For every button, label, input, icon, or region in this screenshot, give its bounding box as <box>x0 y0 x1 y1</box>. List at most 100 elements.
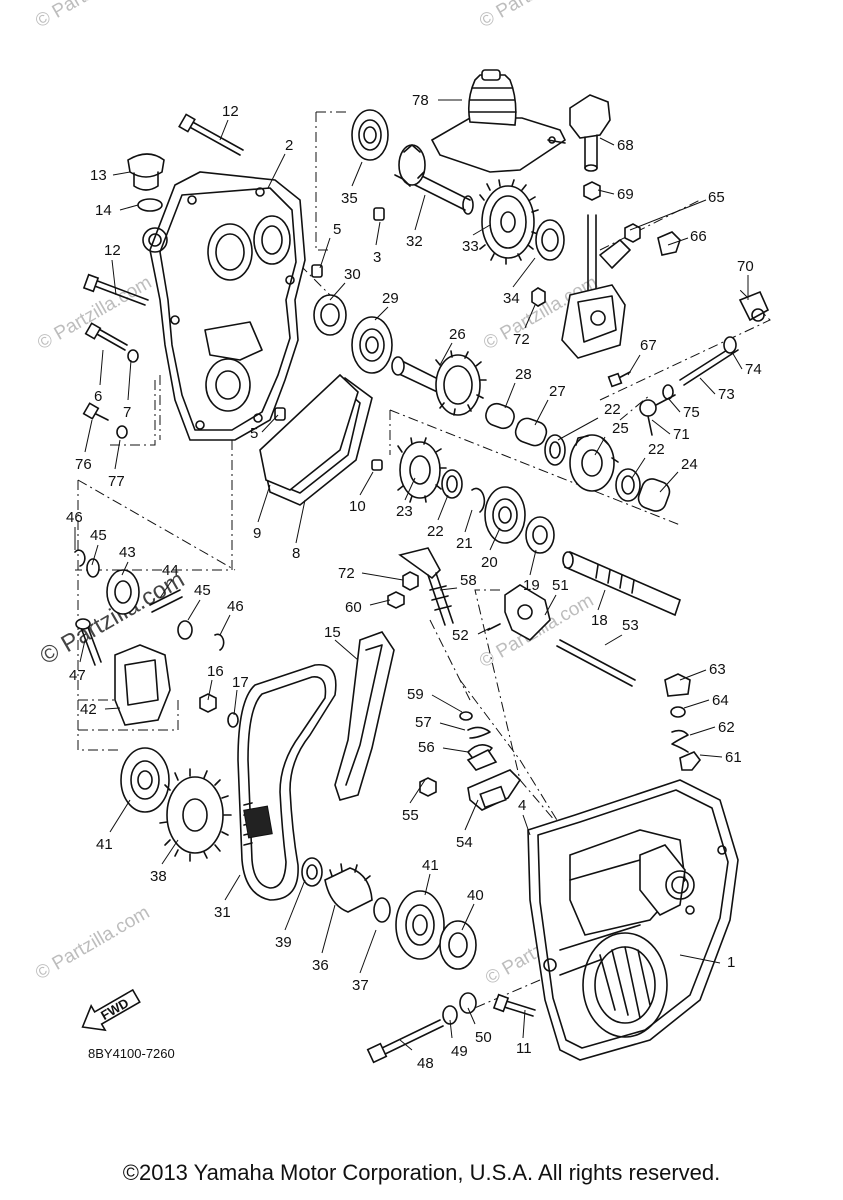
callout-leader-10 <box>359 471 374 496</box>
callout-label-28: 28 <box>515 366 532 383</box>
callout-label-16: 16 <box>207 663 224 680</box>
callout-label-12: 12 <box>104 242 121 259</box>
callout-label-43: 43 <box>119 544 136 561</box>
callout-leader-1 <box>679 954 721 964</box>
callout-leader-12 <box>111 259 117 296</box>
callout-label-1: 1 <box>727 954 735 971</box>
callout-label-74: 74 <box>745 361 762 378</box>
callout-leader-35 <box>351 161 363 187</box>
callout-leader-29 <box>374 306 389 321</box>
callout-leader-5 <box>319 237 331 269</box>
callout-leader-49 <box>449 1019 453 1039</box>
callout-leader-11 <box>522 1009 526 1039</box>
callout-label-5: 5 <box>333 221 341 238</box>
callout-leader-37 <box>359 929 377 974</box>
callout-label-18: 18 <box>591 612 608 629</box>
callout-leader-9 <box>257 484 271 523</box>
callout-label-20: 20 <box>481 554 498 571</box>
callout-leader-71 <box>651 419 671 435</box>
callout-leader-67 <box>627 354 641 376</box>
callout-leader-41 <box>424 873 431 896</box>
callout-leader-17 <box>233 689 238 716</box>
callout-leader-16 <box>207 679 213 701</box>
callout-label-40: 40 <box>467 887 484 904</box>
callout-label-72: 72 <box>513 331 530 348</box>
callout-leader-63 <box>679 669 707 681</box>
callout-leader-24 <box>659 471 679 493</box>
callout-label-42: 42 <box>80 701 97 718</box>
callout-label-58: 58 <box>460 572 477 589</box>
callout-label-3: 3 <box>373 249 381 266</box>
callout-label-38: 38 <box>150 868 167 885</box>
callout-leader-75 <box>667 397 681 413</box>
callout-label-51: 51 <box>552 577 569 594</box>
callout-leader-62 <box>689 726 716 736</box>
callout-label-23: 23 <box>396 503 413 520</box>
callout-leader-74 <box>731 351 743 370</box>
callout-label-46: 46 <box>227 598 244 615</box>
watermark: © Partzilla.com <box>32 0 153 32</box>
callout-label-34: 34 <box>503 290 520 307</box>
callout-label-21: 21 <box>456 535 473 552</box>
callout-leader-58 <box>439 587 458 591</box>
callout-leaders <box>74 99 749 1051</box>
callout-leader-45 <box>91 544 99 566</box>
callout-label-52: 52 <box>452 627 469 644</box>
callout-label-36: 36 <box>312 957 329 974</box>
callout-leader-60 <box>369 599 391 606</box>
callout-label-31: 31 <box>214 904 231 921</box>
callout-label-76: 76 <box>75 456 92 473</box>
callout-label-25: 25 <box>612 420 629 437</box>
callout-label-69: 69 <box>617 186 634 203</box>
callout-leader-76 <box>84 419 93 453</box>
callout-leader-2 <box>267 153 286 189</box>
callout-leader-48 <box>399 1039 413 1051</box>
callout-leader-77 <box>114 439 121 470</box>
callout-label-59: 59 <box>407 686 424 703</box>
callout-label-27: 27 <box>549 383 566 400</box>
callout-leader-21 <box>464 509 473 533</box>
callout-label-37: 37 <box>352 977 369 994</box>
callout-label-45: 45 <box>90 527 107 544</box>
callout-label-7: 7 <box>123 404 131 421</box>
callout-label-30: 30 <box>344 266 361 283</box>
callout-leader-8 <box>295 499 306 544</box>
callout-label-4: 4 <box>518 797 526 814</box>
callout-label-6: 6 <box>94 388 102 405</box>
callout-leader-27 <box>534 399 549 426</box>
callout-label-15: 15 <box>324 624 341 641</box>
callout-leader-33 <box>472 224 491 236</box>
diagram-code: 8BY4100-7260 <box>88 1046 175 1061</box>
callout-leader-15 <box>334 639 359 661</box>
callout-leader-3 <box>375 221 381 246</box>
callout-label-12: 12 <box>222 103 239 120</box>
callout-label-41: 41 <box>96 836 113 853</box>
fwd-arrow: FWD <box>81 988 141 1032</box>
callout-label-48: 48 <box>417 1055 434 1072</box>
callout-leader-47 <box>79 639 86 663</box>
callout-label-67: 67 <box>640 337 657 354</box>
callout-label-35: 35 <box>341 190 358 207</box>
callout-leader-68 <box>599 137 615 146</box>
callout-leader-14 <box>119 204 139 211</box>
callout-label-33: 33 <box>462 238 479 255</box>
callout-label-54: 54 <box>456 834 473 851</box>
callout-label-24: 24 <box>681 456 698 473</box>
callout-leader-40 <box>461 903 475 931</box>
callout-label-17: 17 <box>232 674 249 691</box>
callout-leader-22 <box>557 417 599 441</box>
callout-leader-61 <box>699 754 723 758</box>
callout-leader-46 <box>219 614 231 636</box>
callout-label-11: 11 <box>516 1040 532 1057</box>
callout-leader-52 <box>477 627 491 635</box>
callout-label-70: 70 <box>737 258 754 275</box>
callout-label-78: 78 <box>412 92 429 109</box>
copyright-notice: ©2013 Yamaha Motor Corporation, U.S.A. A… <box>122 1160 721 1185</box>
callout-leader-22 <box>631 457 646 479</box>
callout-leader-30 <box>329 282 346 301</box>
callout-leader-54 <box>464 799 479 831</box>
callout-label-10: 10 <box>349 498 366 515</box>
callout-label-5: 5 <box>250 425 258 442</box>
part-shapes <box>74 69 770 1064</box>
callout-leader-72 <box>524 304 536 329</box>
